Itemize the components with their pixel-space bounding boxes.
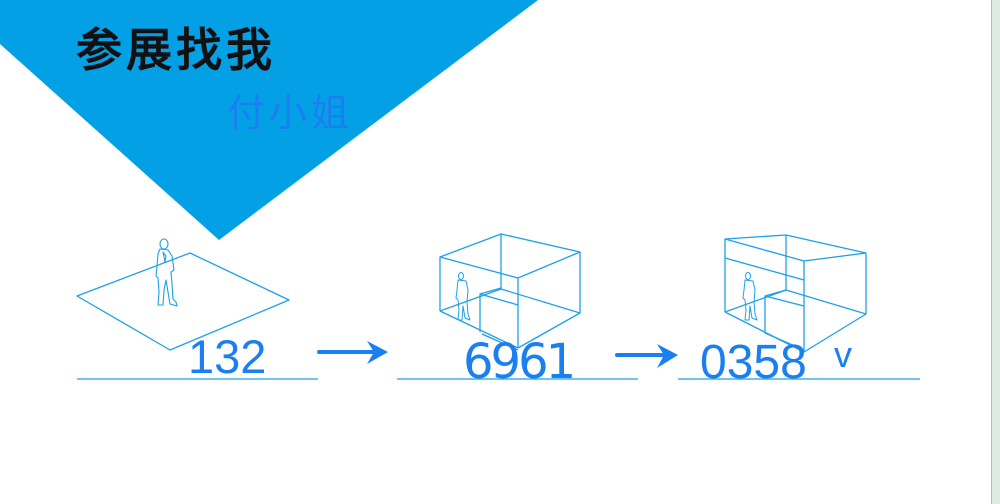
person-icon [742, 272, 758, 321]
person-icon [155, 238, 178, 307]
person-icon [455, 272, 471, 321]
banner-triangle [0, 0, 538, 240]
arrow-right-icon [615, 344, 678, 368]
stage-2-label: 6961 [463, 334, 576, 390]
arrow-right-icon [317, 341, 388, 364]
contact-name: 付小姐 [227, 91, 354, 135]
vertical-scrollbar[interactable] [991, 0, 1000, 504]
premium-booth-icon [724, 234, 867, 353]
stage-1-label: 132 [188, 330, 267, 383]
open-floor-space-icon [76, 238, 290, 351]
stage-3-label: 0358 [700, 336, 807, 389]
standard-booth-icon [439, 233, 581, 351]
page-title: 参展找我 [76, 23, 276, 77]
suffix-label: v [834, 334, 852, 375]
